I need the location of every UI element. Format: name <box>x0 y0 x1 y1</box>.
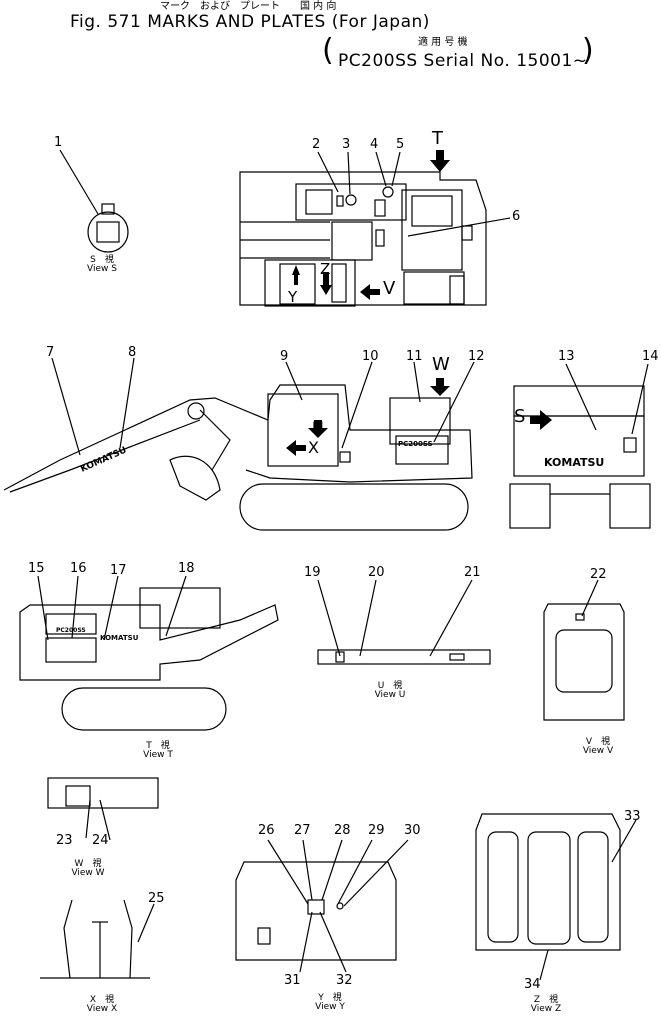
rear-komatsu-plate: KOMATSU <box>544 456 604 469</box>
callout-32: 32 <box>336 973 353 988</box>
view-arrows <box>286 150 552 456</box>
close-paren: ) <box>582 33 594 68</box>
callout-20: 20 <box>368 565 385 580</box>
callout-6: 6 <box>512 209 521 224</box>
callout-24: 24 <box>92 833 109 848</box>
callout-5: 5 <box>396 137 405 152</box>
callout-14: 14 <box>642 349 659 364</box>
view-u-drawing <box>317 579 491 665</box>
callout-27: 27 <box>294 823 311 838</box>
callout-30: 30 <box>404 823 421 838</box>
arrow-v-icon <box>360 284 380 300</box>
callout-10: 10 <box>362 349 379 364</box>
callout-28: 28 <box>334 823 351 838</box>
callout-9: 9 <box>280 349 289 364</box>
view-v-drawing <box>543 579 625 721</box>
view-y-drawing <box>235 839 409 973</box>
marker-v: V <box>383 278 396 299</box>
marker-z: Z <box>320 260 331 278</box>
arrow-x-icon <box>286 440 306 456</box>
callout-17: 17 <box>110 563 127 578</box>
callout-7: 7 <box>46 345 55 360</box>
arrow-s-icon <box>530 410 552 430</box>
callout-22: 22 <box>590 567 607 582</box>
view-z-drawing <box>475 813 637 981</box>
callout-15: 15 <box>28 561 45 576</box>
callout-8: 8 <box>128 345 137 360</box>
callout-33: 33 <box>624 809 641 824</box>
arrow-w-icon <box>430 378 450 396</box>
arrow-z-icon <box>320 272 332 295</box>
arrow-y-icon <box>292 265 300 285</box>
top-plan-view <box>239 151 511 307</box>
arrow-t-icon <box>430 150 450 172</box>
open-paren: ( <box>322 33 334 68</box>
t-komatsu-plate: KOMATSU <box>100 634 139 642</box>
jp-title: マーク および プレート 国 内 向 <box>160 1 337 12</box>
callout-19: 19 <box>304 565 321 580</box>
callout-26: 26 <box>258 823 275 838</box>
callout-13: 13 <box>558 349 575 364</box>
callout-34: 34 <box>524 977 541 992</box>
marker-y: Y <box>288 288 298 306</box>
callout-2: 2 <box>312 137 321 152</box>
callout-25: 25 <box>148 891 165 906</box>
marker-s: S <box>514 406 526 427</box>
t-model-plate: PC200SS <box>56 627 86 634</box>
model-serial: PC200SS Serial No. 15001~ <box>338 51 588 71</box>
callout-12: 12 <box>468 349 485 364</box>
view-s-detail <box>59 149 129 253</box>
jp-applicable-label: 適 用 号 機 <box>418 37 468 48</box>
callout-21: 21 <box>464 565 481 580</box>
callout-31: 31 <box>284 973 301 988</box>
view-x-drawing <box>40 899 155 979</box>
callout-23: 23 <box>56 833 73 848</box>
callout-4: 4 <box>370 137 379 152</box>
figure-title: Fig. 571 MARKS AND PLATES (For Japan) <box>70 12 430 32</box>
model-plate: PC200SS <box>398 440 433 448</box>
callout-1: 1 <box>54 135 63 150</box>
arrow-u-icon <box>308 420 328 438</box>
marker-w: W <box>432 354 450 375</box>
marker-t: T <box>432 128 443 149</box>
callout-29: 29 <box>368 823 385 838</box>
marker-u: U <box>312 418 324 437</box>
view-t-drawing <box>19 575 279 731</box>
view-w-drawing <box>47 777 159 841</box>
rear-view <box>509 363 651 529</box>
callout-11: 11 <box>406 349 423 364</box>
callout-18: 18 <box>178 561 195 576</box>
callout-16: 16 <box>70 561 87 576</box>
callout-3: 3 <box>342 137 351 152</box>
marker-x: X <box>308 438 319 457</box>
boom-komatsu-plate: KOMATSU <box>79 446 128 475</box>
excavator-side-view <box>3 357 475 531</box>
